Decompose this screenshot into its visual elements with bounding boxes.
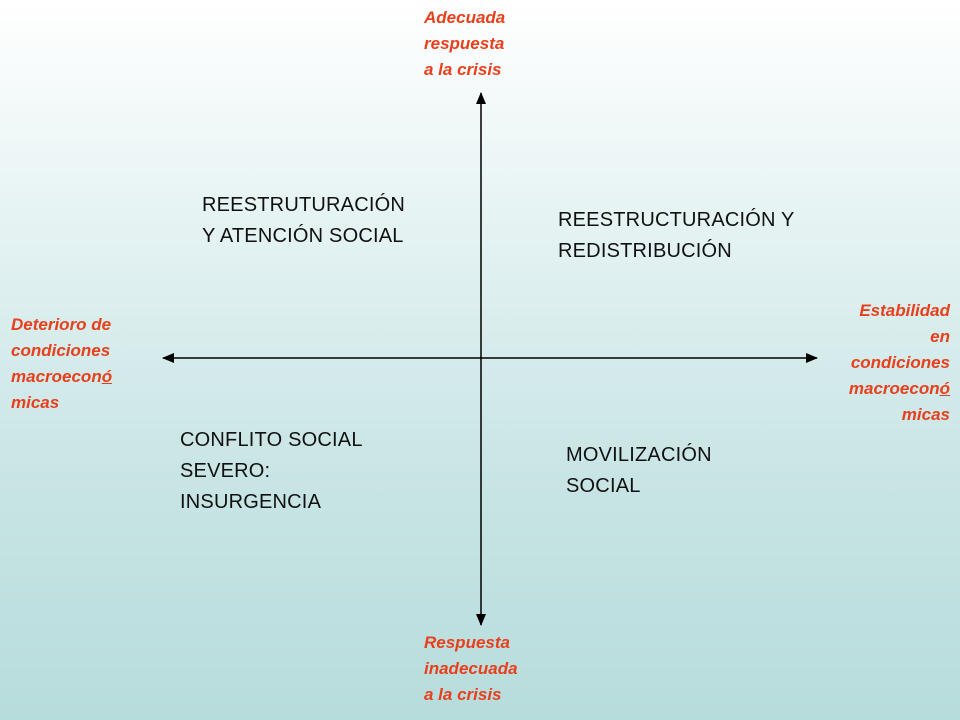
axis-label-line: micas: [11, 393, 60, 412]
quadrant-line: REESTRUTURACIÓN: [202, 194, 406, 216]
quadrant-bottom-left: CONFLITO SOCIAL SEVERO: INSURGENCIA: [180, 425, 363, 518]
axis-label-line: micas: [901, 405, 950, 424]
quadrant-bottom-right: MOVILIZACIÓN SOCIAL: [566, 440, 712, 502]
axis-label-line: condiciones: [11, 341, 111, 360]
axis-label-line: Adecuada: [424, 8, 506, 27]
axis-label-line: macroeconó: [848, 379, 950, 398]
quadrant-line: SEVERO:: [180, 460, 271, 482]
quadrant-top-left: REESTRUTURACIÓN Y ATENCIÓN SOCIAL: [202, 190, 405, 252]
axis-label-line: a la crisis: [424, 685, 502, 704]
axis-label-left: Deterioro de condiciones macroeconó mica…: [11, 312, 112, 416]
quadrant-top-right: REESTRUCTURACIÓN Y REDISTRIBUCIÓN: [558, 205, 795, 267]
axis-label-line: Respuesta: [424, 633, 510, 652]
axis-label-line: inadecuada: [424, 659, 518, 678]
axis-label-line: macroeconó: [11, 367, 113, 386]
axis-label-line: condiciones: [850, 353, 950, 372]
axis-label-bottom: Respuesta inadecuada a la crisis: [424, 630, 518, 708]
axis-label-line: Deterioro de: [11, 315, 112, 334]
axis-label-right: Estabilidad en condiciones macroeconó mi…: [760, 298, 950, 428]
quadrant-line: INSURGENCIA: [180, 491, 322, 513]
axis-label-line: a la crisis: [424, 60, 502, 79]
axis-label-line: Estabilidad: [859, 301, 950, 320]
axis-label-line: respuesta: [424, 34, 505, 53]
quadrant-line: CONFLITO SOCIAL: [180, 429, 363, 451]
quadrant-line: REDISTRIBUCIÓN: [558, 240, 732, 262]
quadrant-line: REESTRUCTURACIÓN Y: [558, 209, 795, 231]
quadrant-line: SOCIAL: [566, 475, 641, 497]
axis-label-line: en: [930, 327, 950, 346]
axis-label-top: Adecuada respuesta a la crisis: [424, 5, 505, 83]
quadrant-line: Y ATENCIÓN SOCIAL: [202, 225, 404, 247]
quadrant-line: MOVILIZACIÓN: [566, 444, 712, 466]
